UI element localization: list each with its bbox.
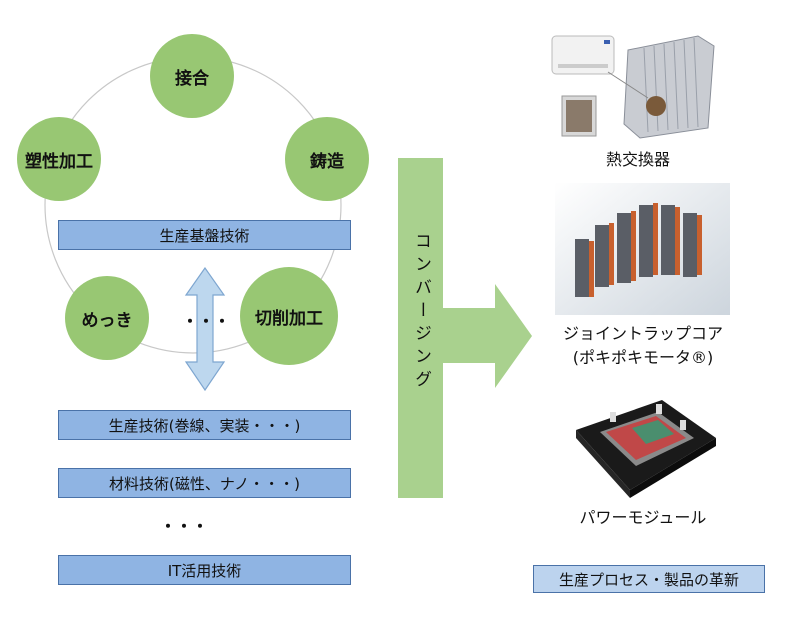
double-arrow-icon [184, 266, 226, 392]
node-casting-label: 鋳造 [310, 151, 344, 172]
joint-lap-core-label-line2: (ポキポキモータ®) [572, 348, 714, 367]
convergence-arrow-icon [398, 158, 532, 498]
node-cutting: 切削加工 [240, 267, 338, 365]
tech-bar-it: IT活用技術 [58, 555, 351, 585]
tech-bar-production-label: 生産技術(巻線、実装・・・) [108, 416, 301, 435]
innovation-label: 生産プロセス・製品の革新 [558, 570, 739, 589]
node-joining: 接合 [150, 34, 234, 118]
node-cutting-label: 切削加工 [255, 308, 323, 329]
node-plating-label: めっき [81, 310, 133, 331]
innovation-box: 生産プロセス・製品の革新 [533, 565, 765, 593]
tech-bar-dots: ・・・ [160, 517, 209, 536]
node-plating: めっき [65, 276, 149, 360]
convergence-label: コンバージング [411, 232, 431, 393]
node-casting: 鋳造 [285, 117, 369, 201]
power-module-label: パワーモジュール [579, 508, 707, 527]
power-module-image [570, 392, 720, 500]
foundation-bar-label: 生産基盤技術 [159, 226, 250, 245]
joint-lap-core-label-line1: ジョイントラップコア [562, 324, 723, 343]
heat-exchanger-label: 熱交換器 [605, 150, 670, 169]
joint-lap-core-image [555, 183, 730, 315]
heat-exchanger-image [548, 28, 718, 140]
cycle-ellipsis: ・・・ [181, 312, 230, 331]
node-plastic-working-label: 塑性加工 [25, 151, 93, 172]
tech-bar-it-label: IT活用技術 [167, 561, 242, 580]
tech-bar-production: 生産技術(巻線、実装・・・) [58, 410, 351, 440]
foundation-bar: 生産基盤技術 [58, 220, 351, 250]
tech-bar-materials: 材料技術(磁性、ナノ・・・) [58, 468, 351, 498]
node-plastic-working: 塑性加工 [17, 117, 101, 201]
tech-bar-materials-label: 材料技術(磁性、ナノ・・・) [109, 474, 300, 493]
node-joining-label: 接合 [175, 68, 209, 89]
